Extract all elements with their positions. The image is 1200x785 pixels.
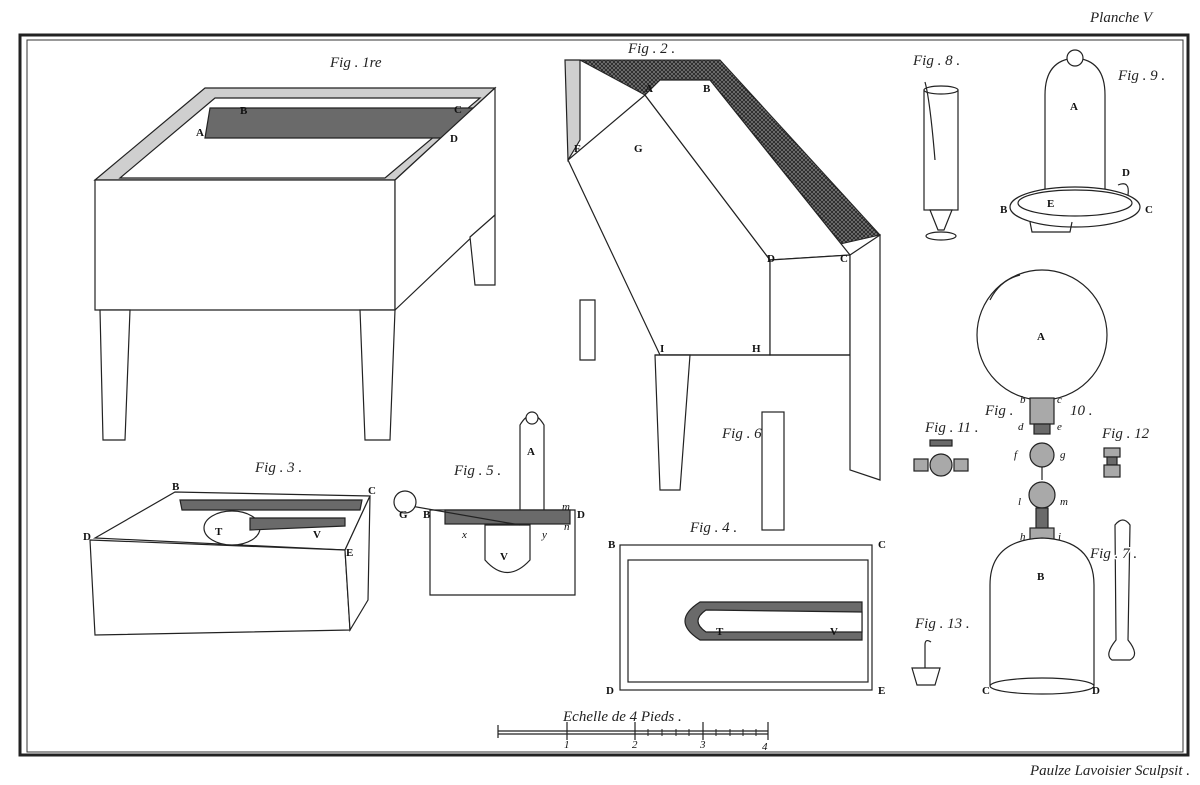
fig11-caption: Fig . 11 . — [924, 420, 978, 436]
fig4-label: C — [878, 539, 886, 551]
plate-title: Planche V — [1089, 10, 1154, 26]
fig2-label: I — [660, 343, 664, 355]
fig9-label: E — [1047, 198, 1054, 210]
fig4-label: D — [606, 685, 614, 697]
fig4-label: T — [716, 626, 724, 638]
fig5-label: V — [500, 551, 508, 563]
fig5-label: x — [461, 529, 467, 541]
fig10-label: m — [1060, 496, 1068, 508]
fig4-label: E — [878, 685, 885, 697]
fig9-label: A — [1070, 101, 1078, 113]
fig3-label: T — [215, 526, 223, 538]
fig5-label: D — [577, 509, 585, 521]
fig2-trough: Fig . 2 . A B F G D C I H — [564, 41, 881, 491]
fig5-label: n — [564, 521, 570, 533]
fig3-basin: Fig . 3 . B C D E T V — [83, 460, 376, 636]
fig3-label: E — [346, 547, 353, 559]
fig10-label: f — [1014, 449, 1019, 461]
scale-tick: 1 — [564, 739, 570, 751]
fig10-label: A — [1037, 331, 1045, 343]
fig10-label: c — [1057, 394, 1062, 406]
fig7-pestle: Fig . 7 . — [1088, 519, 1139, 661]
fig4-caption: Fig . 4 . — [689, 520, 737, 536]
fig11-stopcock: Fig . 11 . — [913, 420, 978, 477]
fig1-label: A — [196, 127, 204, 139]
fig9-label: C — [1145, 204, 1153, 216]
fig10-label: h — [1020, 531, 1026, 543]
scale-tick: 4 — [762, 741, 768, 753]
fig1-label: C — [454, 104, 462, 116]
fig9-label: B — [1000, 204, 1008, 216]
fig5-label: G — [399, 509, 408, 521]
fig1-tank: Fig . 1re A B C D — [93, 55, 497, 441]
fig5-label: m — [562, 501, 570, 513]
fig8-caption: Fig . 8 . — [912, 53, 960, 69]
fig3-caption: Fig . 3 . — [254, 460, 302, 476]
fig4-label: B — [608, 539, 616, 551]
fig2-label: F — [574, 143, 581, 155]
fig10-label: C — [982, 685, 990, 697]
fig9-caption: Fig . 9 . — [1117, 68, 1165, 84]
fig10-label: e — [1057, 421, 1062, 433]
fig10-label: B — [1037, 571, 1045, 583]
scale-label: Echelle de 4 Pieds . — [562, 709, 682, 725]
fig10-label: i — [1058, 531, 1061, 543]
fig5-label: y — [541, 529, 547, 541]
fig10-label: D — [1092, 685, 1100, 697]
fig2-label: D — [767, 253, 775, 265]
fig1-caption: Fig . 1re — [329, 55, 382, 71]
fig2-label: G — [634, 143, 643, 155]
fig10-label: d — [1018, 421, 1024, 433]
fig6-caption: Fig . 6 . — [721, 426, 769, 442]
scale-tick: 2 — [632, 739, 638, 751]
fig10-label: g — [1060, 449, 1066, 461]
fig6-tube: Fig . 6 . — [721, 411, 785, 531]
fig5-section: Fig . 5 . A G B m D x y n V — [393, 411, 585, 596]
fig3-label: V — [313, 529, 321, 541]
fig2-label: H — [752, 343, 761, 355]
fig10-caption-right: 10 . — [1070, 403, 1093, 419]
fig10-label: b — [1020, 394, 1026, 406]
fig10-caption-left: Fig . — [984, 403, 1013, 419]
fig2-label: A — [645, 83, 653, 95]
fig3-label: C — [368, 485, 376, 497]
engraver-signature: Paulze Lavoisier Sculpsit . — [1029, 763, 1190, 779]
fig5-label: A — [527, 446, 535, 458]
scale-bar: Echelle de 4 Pieds . 1 2 3 4 — [497, 709, 769, 753]
scale-tick: 3 — [699, 739, 706, 751]
fig13-stopper-hook: Fig . 13 . — [911, 616, 970, 686]
fig2-caption: Fig . 2 . — [627, 41, 675, 57]
fig8-glass: Fig . 8 . — [912, 53, 960, 241]
fig9-label: D — [1122, 167, 1130, 179]
fig12-stopper: Fig . 12 — [1101, 426, 1150, 478]
fig1-label: B — [240, 105, 248, 117]
fig5-caption: Fig . 5 . — [453, 463, 501, 479]
fig3-label: B — [172, 481, 180, 493]
fig4-label: V — [830, 626, 838, 638]
fig5-label: B — [423, 509, 431, 521]
plate-frame — [18, 33, 1190, 757]
fig9-bell-jar: Fig . 9 . A B C D E — [1000, 49, 1165, 233]
fig3-label: D — [83, 531, 91, 543]
fig13-caption: Fig . 13 . — [914, 616, 970, 632]
fig7-caption: Fig . 7 . — [1089, 546, 1137, 562]
fig12-caption: Fig . 12 — [1101, 426, 1150, 442]
fig10-label: l — [1018, 496, 1021, 508]
fig1-label: D — [450, 133, 458, 145]
fig10-apparatus: Fig . 10 . A b c d e f g l m h i B C D — [976, 269, 1108, 697]
fig4-basin-plan: Fig . 4 . B C D E T V — [606, 520, 886, 697]
fig2-label: B — [703, 83, 711, 95]
fig2-label: C — [840, 253, 848, 265]
